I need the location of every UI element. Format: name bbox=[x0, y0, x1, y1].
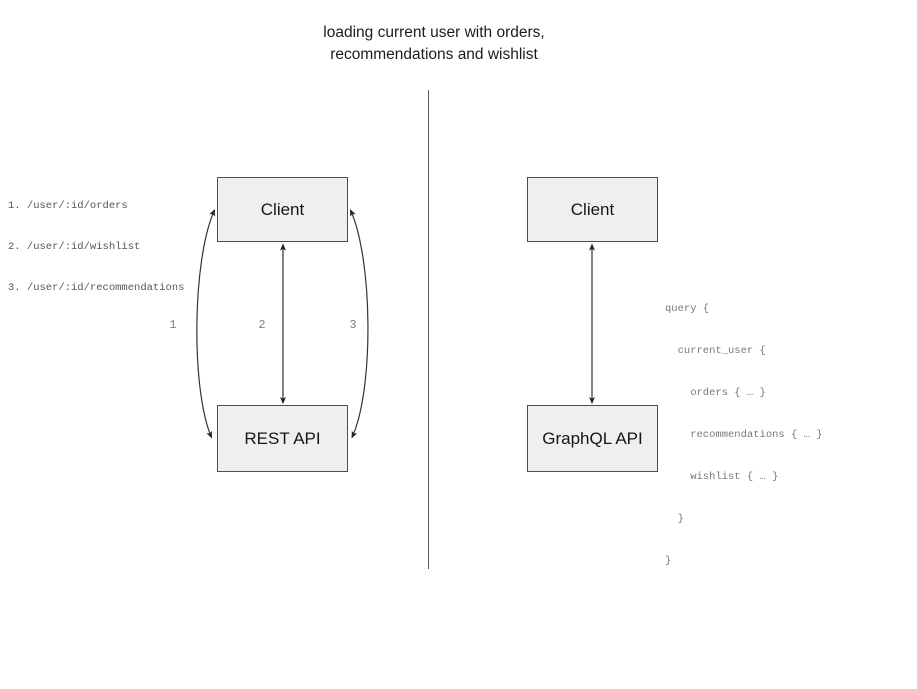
rest-client-box: Client bbox=[217, 177, 348, 242]
graphql-query-code: query { current_user { orders { … } reco… bbox=[665, 274, 823, 596]
rest-api-box: REST API bbox=[217, 405, 348, 472]
rest-endpoint-item: 3. /user/:id/recommendations bbox=[8, 282, 185, 295]
graphql-query-line: } bbox=[665, 513, 684, 525]
graphql-api-box: GraphQL API bbox=[527, 405, 658, 472]
graphql-client-box-label: Client bbox=[570, 199, 615, 219]
rest-arrow-1-curve bbox=[196, 209, 216, 439]
graphql-query-line: current_user { bbox=[665, 345, 766, 357]
rest-arrow-label-1: 1 bbox=[169, 318, 177, 332]
graphql-query-line: query { bbox=[665, 303, 710, 315]
graphql-query-line: orders { … } bbox=[665, 387, 766, 399]
graphql-api-box-label: GraphQL API bbox=[542, 428, 643, 448]
panel-divider-line bbox=[428, 90, 429, 569]
graphql-client-box: Client bbox=[527, 177, 658, 242]
rest-api-box-label: REST API bbox=[244, 428, 321, 448]
graphql-query-line: } bbox=[665, 555, 672, 567]
rest-endpoint-item: 2. /user/:id/wishlist bbox=[8, 240, 141, 253]
rest-arrow-label-3: 3 bbox=[349, 318, 357, 332]
rest-arrow-3-curve bbox=[349, 209, 369, 439]
rest-arrow-label-2: 2 bbox=[258, 318, 266, 332]
graphql-query-line: recommendations { … } bbox=[665, 429, 823, 441]
rest-endpoint-item: 1. /user/:id/orders bbox=[8, 199, 128, 212]
rest-endpoint-list: 1. /user/:id/orders 2. /user/:id/wishlis… bbox=[8, 172, 184, 324]
rest-client-box-label: Client bbox=[260, 199, 305, 219]
graphql-query-line: wishlist { … } bbox=[665, 471, 779, 483]
diagram-title: loading current user with orders, recomm… bbox=[323, 24, 545, 63]
